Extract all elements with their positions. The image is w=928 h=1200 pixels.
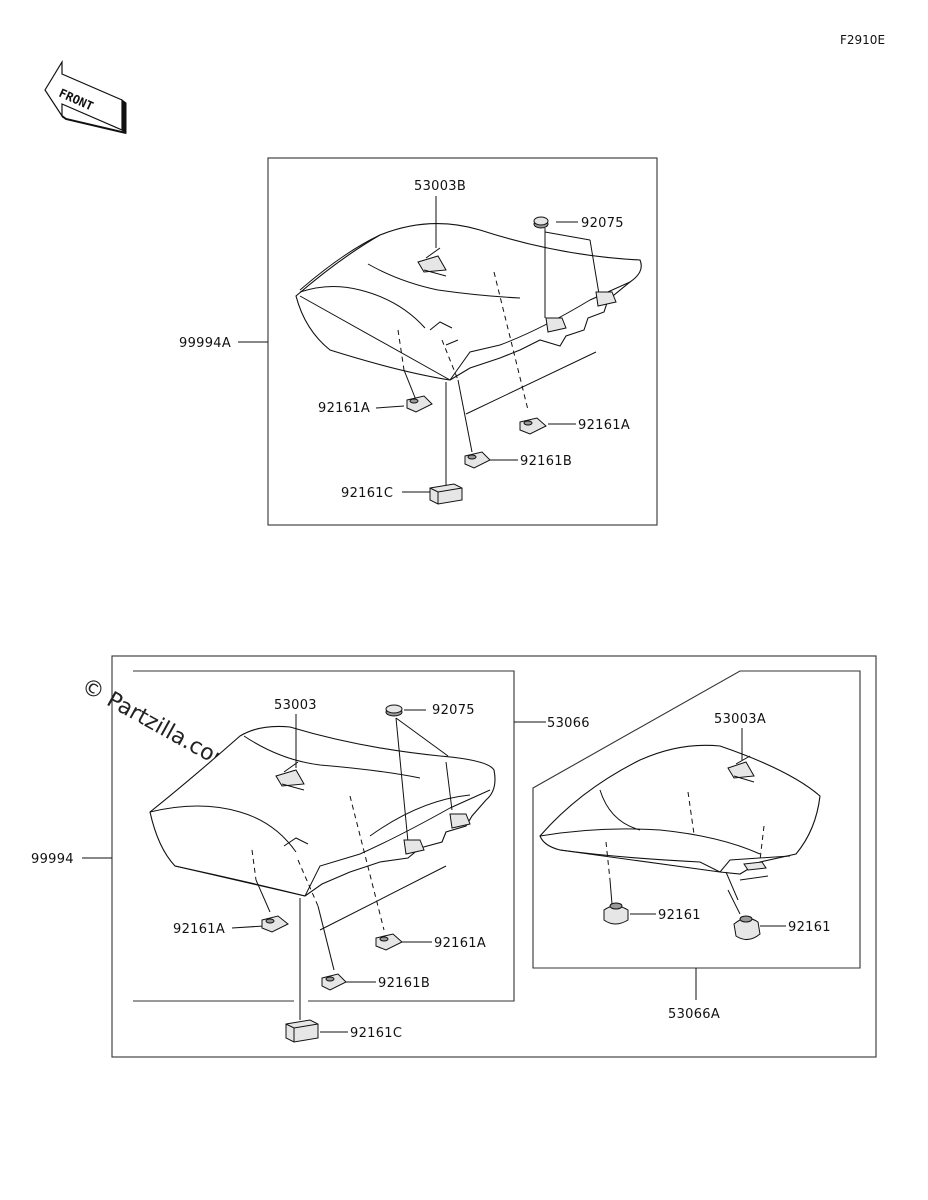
block-icon [429,483,463,505]
damper-icon [375,933,403,951]
callout-53003B: 53003B [414,179,466,194]
callout-99994A: 99994A [179,336,231,351]
damper-icon [261,915,289,933]
callout-92161C: 92161C [341,486,393,501]
callout-92161B: 92161B [520,454,572,469]
rear-seat-frame [532,670,861,969]
damper-icon [321,973,347,991]
callout-53066: 53066 [547,716,590,731]
callout-99994: 99994 [31,852,74,867]
callout-92161C-lower: 92161C [350,1026,402,1041]
front-arrow-icon: FRONT [44,59,127,134]
upper-assembly: 53003B 92075 99994A 92161A 92161A 92161B… [179,157,658,526]
lower-outer-frame [111,655,877,1058]
callout-92161B-lower: 92161B [378,976,430,991]
callout-92161A-left: 92161A [318,401,370,416]
callout-53003A: 53003A [714,712,766,727]
callout-53003: 53003 [274,698,317,713]
nut-icon [385,704,403,717]
damper-icon [603,902,629,925]
lower-assembly: © Partzilla.com [31,655,877,1058]
callout-92161A-lower-left: 92161A [173,922,225,937]
front-seat-drawing [149,717,496,897]
figure-code: F2910E [840,33,885,47]
upper-seat-drawing [295,223,642,381]
callout-53066A: 53066A [668,1007,720,1022]
damper-icon [733,915,761,940]
damper-icon [464,451,491,469]
callout-92161-rear-right: 92161 [788,920,831,935]
nut-icon [533,216,549,229]
callout-92161A-lower-right: 92161A [434,936,486,951]
block-icon [285,1019,319,1043]
damper-icon [519,417,547,435]
front-seat-frame [133,670,515,1002]
callout-92161-rear-left: 92161 [658,908,701,923]
callout-92075-lower: 92075 [432,703,475,718]
rear-seat-drawing [539,744,821,875]
callout-92075: 92075 [581,216,624,231]
damper-icon [406,395,433,413]
callout-92161A-right: 92161A [578,418,630,433]
